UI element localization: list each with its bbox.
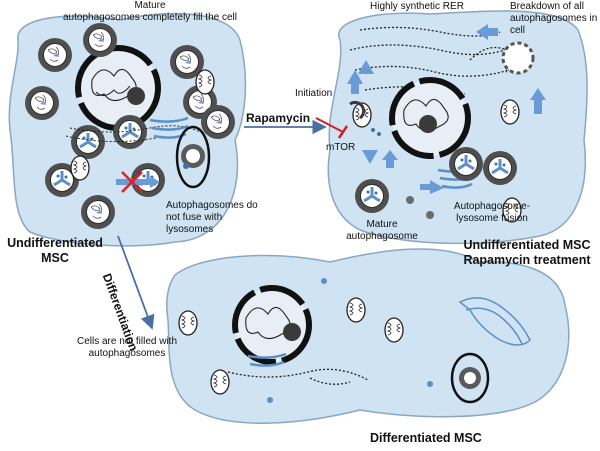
- fusion-label: Autophagosome- lysosome fusion: [453, 201, 531, 224]
- autophagosome: [37, 37, 73, 73]
- mitochondrion: [70, 155, 90, 181]
- autophagosome: [447, 145, 485, 183]
- autolysosome: [481, 149, 519, 187]
- er-network: [458, 297, 531, 346]
- differentiation-arrow: [117, 235, 155, 330]
- differentiated-cell: [166, 248, 570, 424]
- golgi: [247, 352, 287, 367]
- rapamycin-cell: [315, 10, 588, 245]
- nucleolus: [127, 87, 145, 105]
- rapamycin-arrow-label: Rapamycin: [246, 111, 311, 125]
- lysosome: [450, 352, 490, 404]
- autophagosome: [200, 104, 236, 140]
- nucleus: [75, 45, 161, 131]
- degraded-autophagosome: [501, 41, 535, 75]
- autophagosome: [24, 85, 60, 121]
- cell-membrane: [166, 248, 570, 424]
- diff-title: Differentiated MSC: [370, 431, 482, 445]
- nucleolus: [283, 323, 301, 341]
- autophagosome: [69, 123, 107, 161]
- block-x: [121, 171, 143, 193]
- golgi: [149, 116, 189, 139]
- mature-autophagosome: [353, 177, 391, 215]
- diff-side-label: Cells are not filled with autophagosomes: [76, 336, 178, 359]
- mature-autophagosome-label: Mature autophagosome: [346, 219, 418, 242]
- autophagosome: [80, 194, 116, 230]
- lysosome: [426, 211, 434, 219]
- phagophore: [349, 100, 366, 120]
- undiff-top-label: Mature autophagosomes completely fill th…: [63, 0, 237, 23]
- rapamycin-cell-title: Undifferentiated MSC Rapamycin treatment: [463, 238, 591, 267]
- lysosome: [406, 196, 414, 204]
- nucleolus: [419, 115, 437, 133]
- mitochondrion: [210, 369, 230, 395]
- vesicles: [267, 278, 433, 403]
- autophagosome: [82, 22, 118, 58]
- rer-label: Highly synthetic RER: [370, 1, 464, 12]
- mtor-label: mTOR: [326, 142, 356, 153]
- initiation-label: Initiation: [295, 88, 333, 99]
- mitochondrion: [178, 310, 198, 336]
- mitochondrion: [195, 69, 215, 95]
- nucleus: [389, 77, 471, 159]
- undiff-title: Undifferentiated MSC: [7, 236, 103, 265]
- rough-er: [227, 368, 369, 385]
- mitochondrion: [384, 317, 404, 343]
- lysosome: [175, 125, 211, 189]
- nucleus: [232, 285, 312, 365]
- mitochondrion: [346, 297, 366, 323]
- breakdown-label: Breakdown of all autophagosomes in cell: [510, 1, 598, 36]
- mitochondrion: [500, 99, 520, 125]
- pathway-arrows: [347, 24, 546, 194]
- undifferentiated-cell: [8, 12, 247, 247]
- undiff-no-fuse-label: Autophagosomes do not fuse with lysosome…: [166, 200, 258, 235]
